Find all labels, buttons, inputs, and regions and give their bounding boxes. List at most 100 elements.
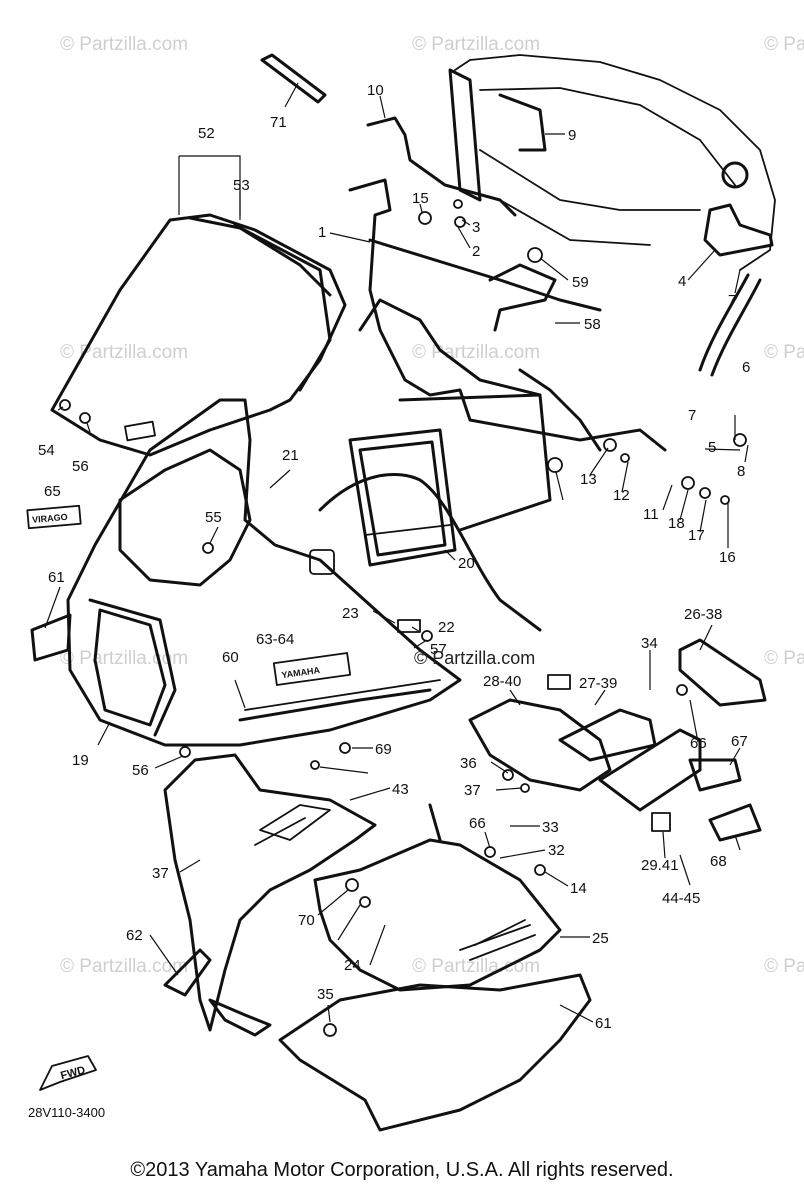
callout-61: 66 — [690, 735, 707, 752]
callout-15: 15 — [412, 190, 429, 207]
callout-11: 11 — [643, 506, 659, 523]
callout-46: 52 — [198, 125, 215, 142]
callout-20: 20 — [458, 555, 475, 572]
frame-section — [448, 54, 776, 271]
hose-part-6-outline — [698, 273, 750, 372]
callout-60: 65 — [44, 483, 61, 500]
callout-65: 71 — [270, 114, 287, 131]
callout-14: 14 — [570, 880, 587, 897]
diagram-code: 28V110-3400 — [28, 1105, 105, 1120]
callout-56: 61 — [48, 569, 65, 586]
callout-2: 2 — [472, 243, 480, 260]
lower-cowl-part-25 — [313, 803, 562, 992]
watermark-layer: © Partzilla.com © Partzilla.com © Partzi… — [60, 34, 804, 977]
callout-66: 69 — [375, 741, 392, 758]
callout-44-45: 44-45 — [662, 890, 700, 907]
callout-32: 33 — [542, 819, 559, 836]
callout-49: 55 — [205, 509, 222, 526]
decal-text: VIRAGO — [32, 512, 68, 525]
callout-52: 57 — [430, 641, 447, 658]
callout-21: 21 — [282, 447, 299, 464]
hardware-markers — [59, 199, 747, 1037]
callout-35: 36 — [460, 755, 477, 772]
callout-12: 12 — [613, 487, 630, 504]
fairing-stay-part-1 — [348, 178, 667, 452]
fwd-label: FWD — [59, 1064, 86, 1082]
cap-part — [721, 161, 749, 189]
callout-55: 60 — [222, 649, 239, 666]
callout-63-64: 68 — [710, 853, 727, 870]
callout-58: 62 — [126, 927, 143, 944]
callout-18: 18 — [668, 515, 685, 532]
hose-part-6 — [710, 278, 762, 377]
callout-62: 67 — [731, 733, 748, 750]
callout-16: 16 — [719, 549, 736, 566]
callout-24: 24 — [344, 957, 361, 974]
callout-53: 58 — [584, 316, 601, 333]
watermark: © Partzilla.com — [412, 34, 540, 55]
decal-part-60: VIRAGO — [26, 504, 82, 530]
callout-34: 35 — [317, 986, 334, 1003]
callout-8: 8 — [737, 463, 745, 480]
watermark: © Partzilla.com — [60, 342, 188, 363]
callout-28-40: 28-40 — [483, 673, 521, 690]
leader-lines — [44, 82, 749, 1023]
chin-part — [208, 998, 272, 1037]
callout-54: 59 — [572, 274, 589, 291]
callout-37: 37 — [152, 865, 169, 882]
windscreen-part-46 — [50, 213, 347, 457]
callout-19: 19 — [72, 752, 89, 769]
callout-61: 66 — [469, 815, 486, 832]
callout-labels: 52 53 71 10 9 1 15 3 2 59 58 4 7 6 7 5 8… — [38, 82, 750, 1032]
callout-4: 4 — [678, 273, 686, 290]
callout-29-41: 29.41 — [641, 857, 679, 874]
watermark: © Partzilla.com — [412, 342, 540, 363]
callout-7: 7 — [728, 292, 736, 309]
callout-47: 53 — [233, 177, 250, 194]
headlight-housing-part-20 — [348, 393, 552, 567]
callout-43: 43 — [392, 781, 409, 798]
callout-26-38: 26-38 — [684, 606, 722, 623]
callout-6: 6 — [742, 359, 750, 376]
watermark: © Partzilla.com — [60, 34, 188, 55]
callout-59: 63-64 — [256, 631, 294, 648]
side-panel-part-56 — [30, 613, 72, 662]
callout-27-39: 27-39 — [579, 675, 617, 692]
callout-25: 25 — [592, 930, 609, 947]
callout-9: 9 — [568, 127, 576, 144]
side-cover-part-58 — [163, 948, 212, 997]
watermark: © Partzilla.com — [764, 648, 804, 669]
callout-51: 56 — [132, 762, 149, 779]
callout-50: 56 — [72, 458, 89, 475]
callout-31: 32 — [548, 842, 565, 859]
watermark-center: © Partzilla.com — [414, 648, 535, 668]
callout-3: 3 — [472, 219, 480, 236]
badge-text: YAMAHA — [281, 665, 321, 680]
copyright-notice: ©2013 Yamaha Motor Corporation, U.S.A. A… — [130, 1159, 674, 1181]
callout-13: 13 — [580, 471, 597, 488]
bolt-part-65 — [260, 53, 327, 104]
emblem-part-59: YAMAHA — [272, 652, 352, 686]
inner-panel-brackets — [468, 638, 767, 842]
upper-fairing-part-19 — [66, 398, 462, 747]
wire-part — [318, 473, 542, 632]
callout-1: 1 — [318, 224, 326, 241]
reservoir-part-4 — [703, 203, 774, 257]
watermark: © Partzilla.com — [412, 956, 540, 977]
callout-10: 10 — [367, 82, 384, 99]
watermark: © Partzilla.com — [764, 342, 804, 363]
lower-cowl-part-37 — [163, 753, 377, 1032]
forward-arrow-icon: FWD — [39, 1055, 97, 1091]
callout-36: 37 — [464, 782, 481, 799]
callout-7: 7 — [688, 407, 696, 424]
watermark: © Partzilla.com — [764, 956, 804, 977]
callout-17: 17 — [688, 527, 705, 544]
callout-22: 22 — [438, 619, 455, 636]
callout-66: 70 — [298, 912, 315, 929]
watermark: © Partzilla.com — [764, 34, 804, 55]
callout-5: 5 — [708, 439, 716, 456]
callout-33: 34 — [641, 635, 658, 652]
callout-57: 61 — [595, 1015, 612, 1032]
under-cowl-part-57 — [278, 973, 592, 1132]
